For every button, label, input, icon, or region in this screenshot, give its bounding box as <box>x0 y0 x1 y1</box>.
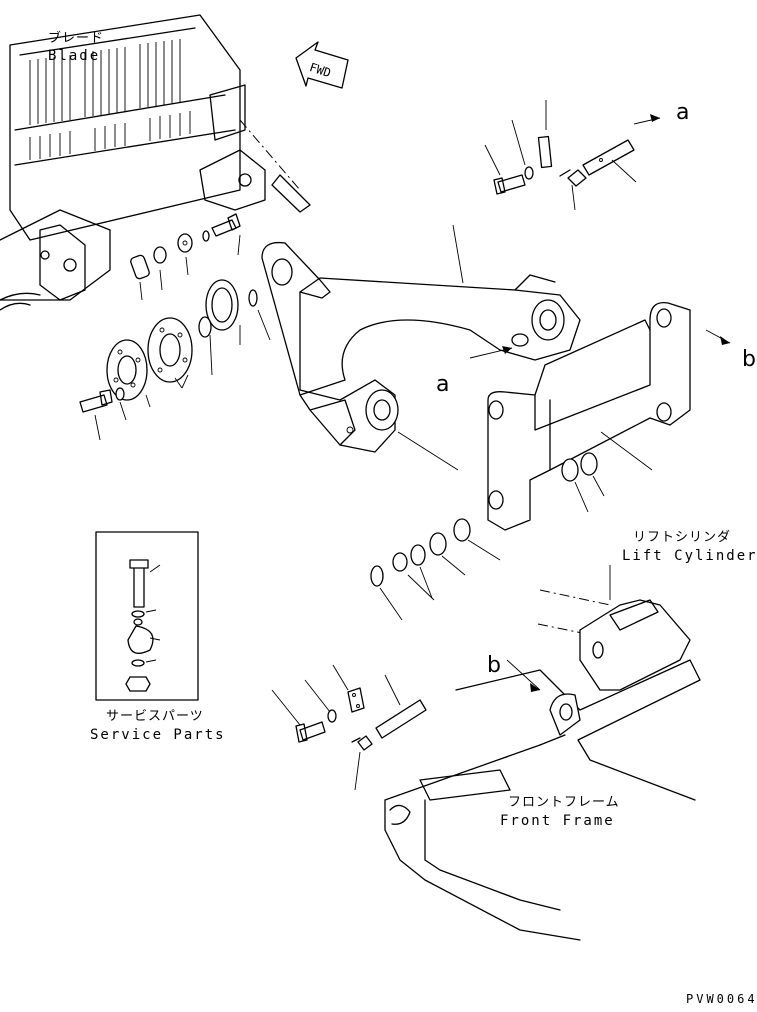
front-frame <box>384 659 701 941</box>
blade-label-jp: ブレード <box>48 30 104 46</box>
cross-beam <box>487 301 731 531</box>
lift-cylinder-label-jp: リフトシリンダ <box>633 530 731 545</box>
pin-b-group <box>271 664 427 791</box>
lift-cylinder <box>537 565 691 691</box>
front-frame-label-jp: フロントフレーム <box>508 795 620 810</box>
drawing-code: PVW0064 <box>686 992 757 1006</box>
service-parts-label-en: Service Parts <box>90 727 226 743</box>
service-parts-box <box>95 531 199 701</box>
lift-cylinder-label-en: Lift Cylinder <box>622 548 757 564</box>
fwd-arrow: FWD <box>295 41 349 89</box>
ref-a-arm: a <box>436 372 449 397</box>
nut-washer-stack <box>370 518 501 621</box>
pivot-hardware-group <box>79 213 271 441</box>
pin-a-group <box>484 100 661 211</box>
fwd-label: FWD <box>308 60 333 80</box>
ref-a-top: a <box>676 100 689 125</box>
service-parts-label-jp: サービスパーツ <box>106 709 204 724</box>
ref-b-right: b <box>742 347 756 372</box>
blade-label-en: Blade <box>48 48 100 64</box>
front-frame-label-en: Front Frame <box>500 813 615 829</box>
lift-arm <box>261 224 581 471</box>
ref-b-frame: b <box>487 653 501 678</box>
blade-assembly <box>0 14 311 311</box>
